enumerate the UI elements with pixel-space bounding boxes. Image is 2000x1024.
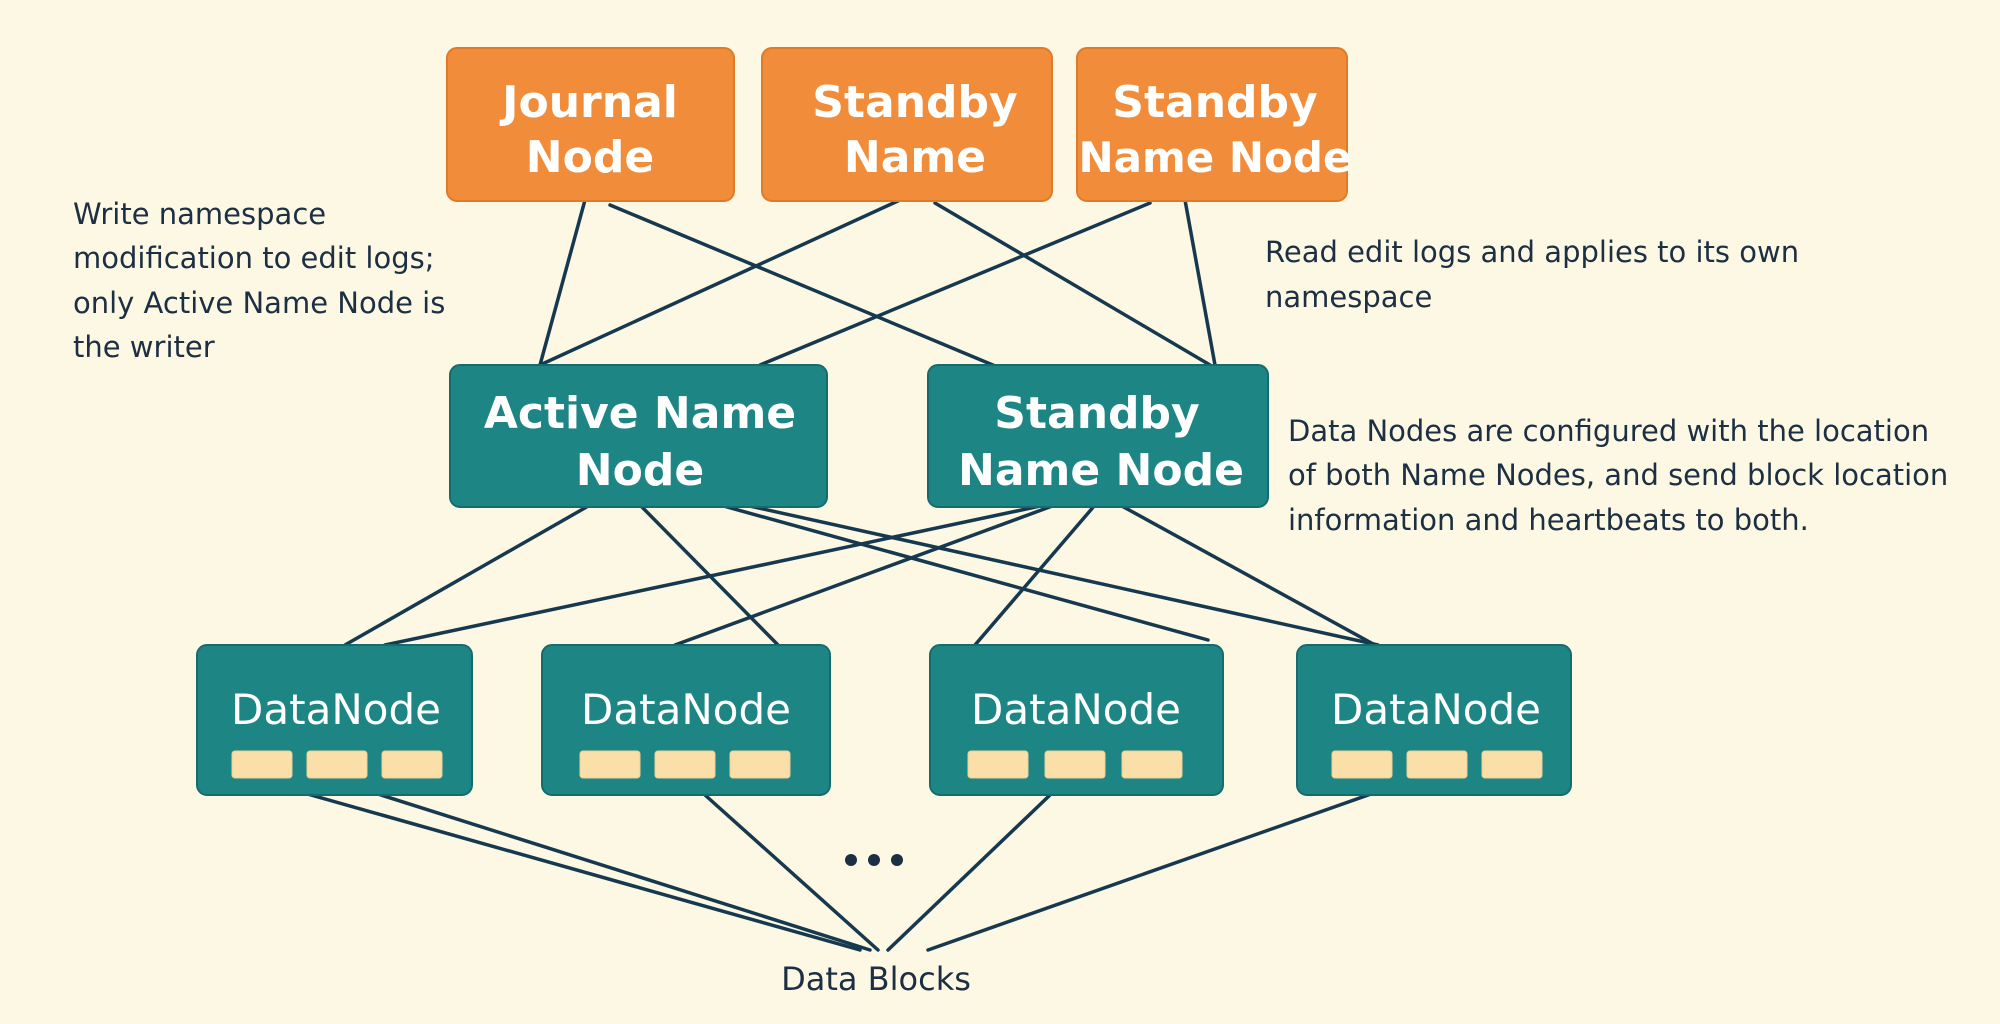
annotation-line: modification to edit logs; bbox=[73, 241, 435, 275]
data-block bbox=[381, 750, 443, 779]
data-node: DataNode bbox=[1296, 644, 1572, 796]
connector-line bbox=[758, 201, 1152, 367]
annotation-line: the writer bbox=[73, 330, 215, 364]
node-label-line-1: Standby bbox=[994, 388, 1199, 439]
standby-name-top-node: Standby Name bbox=[761, 47, 1053, 202]
annotation-line: of both Name Nodes, and send block locat… bbox=[1288, 458, 1948, 492]
connector-line bbox=[538, 198, 902, 367]
data-node: DataNode bbox=[541, 644, 831, 796]
standby-name-node-top: Standby Name Node bbox=[1076, 47, 1352, 202]
data-block bbox=[1331, 750, 1393, 779]
annotation-line: information and heartbeats to both. bbox=[1288, 503, 1809, 537]
data-node-label: DataNode bbox=[1331, 685, 1541, 734]
node-label-line-2: Name Node bbox=[1079, 133, 1352, 182]
node-label-line-2: Name bbox=[844, 132, 986, 183]
data-block bbox=[654, 750, 716, 779]
annotation-left: Write namespace modification to edit log… bbox=[73, 197, 445, 364]
node-label-line-2: Node bbox=[576, 445, 704, 496]
annotation-line: namespace bbox=[1265, 280, 1432, 314]
annotation-line: Write namespace bbox=[73, 197, 326, 231]
connector-line bbox=[343, 503, 592, 647]
annotation-line: Read edit logs and applies to its own bbox=[1265, 235, 1799, 269]
node-label-line-2: Node bbox=[526, 132, 654, 183]
connector-line bbox=[383, 503, 1047, 647]
connector-line bbox=[886, 793, 1052, 952]
connector-line bbox=[743, 503, 1380, 647]
data-block bbox=[729, 750, 791, 779]
connector-line bbox=[1183, 198, 1217, 367]
data-block bbox=[967, 750, 1029, 779]
connector-line bbox=[538, 198, 587, 367]
connector-lines bbox=[263, 198, 1407, 952]
node-label-line-1: Standby bbox=[812, 77, 1017, 128]
node-label-line-1: Active Name bbox=[484, 388, 796, 439]
connector-line bbox=[263, 780, 862, 952]
connector-line bbox=[718, 503, 1210, 642]
journal-node: Journal Node bbox=[446, 47, 735, 202]
data-block bbox=[231, 750, 293, 779]
connector-line bbox=[673, 503, 1057, 647]
data-block bbox=[306, 750, 368, 779]
connector-line bbox=[926, 780, 1407, 952]
ellipsis-dots: … bbox=[845, 854, 903, 866]
data-block bbox=[1121, 750, 1183, 779]
connector-line bbox=[703, 793, 880, 952]
annotation-line: only Active Name Node is bbox=[73, 286, 445, 320]
connector-line bbox=[338, 780, 872, 952]
node-label-line-2: Name Node bbox=[958, 445, 1244, 496]
annotation-right-top: Read edit logs and applies to its own na… bbox=[1265, 235, 1799, 314]
node-label-line-1: Journal bbox=[499, 77, 678, 128]
data-block bbox=[1481, 750, 1543, 779]
standby-name-node-middle: Standby Name Node bbox=[927, 364, 1269, 508]
data-node-label: DataNode bbox=[971, 685, 1181, 734]
connector-line bbox=[608, 203, 1002, 370]
data-blocks-label: Data Blocks bbox=[781, 960, 971, 998]
connector-line bbox=[973, 503, 1097, 647]
data-block bbox=[1044, 750, 1106, 779]
annotation-right-middle: Data Nodes are configured with the locat… bbox=[1288, 414, 1948, 537]
data-node-label: DataNode bbox=[581, 685, 791, 734]
data-block bbox=[1406, 750, 1468, 779]
node-label-line-1: Standby bbox=[1112, 77, 1317, 128]
data-node: DataNode bbox=[929, 644, 1224, 796]
data-node: DataNode bbox=[196, 644, 473, 796]
annotation-line: Data Nodes are configured with the locat… bbox=[1288, 414, 1929, 448]
connector-line bbox=[933, 201, 1212, 367]
connector-line bbox=[1118, 503, 1377, 647]
data-block bbox=[579, 750, 641, 779]
active-name-node: Active Name Node bbox=[449, 364, 828, 508]
data-node-label: DataNode bbox=[231, 685, 441, 734]
